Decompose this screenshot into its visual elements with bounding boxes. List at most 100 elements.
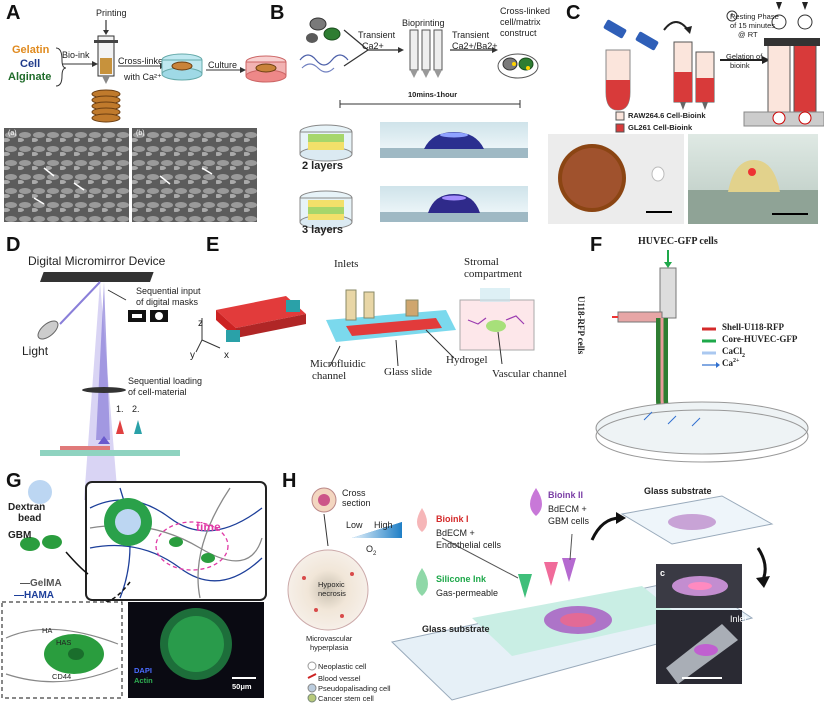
panel-b-schematic [299, 17, 539, 230]
h-leg2: Blood vessel [318, 674, 361, 683]
panel-b-label: B [270, 2, 285, 24]
f-leg-core: Core-HUVEC-GFP [722, 334, 798, 344]
b-time-label: 10mins-1hour [408, 90, 458, 99]
c-legend2: GL261 Cell-Bioink [628, 123, 693, 132]
b-crosslinked2: cell/matrix [500, 17, 541, 27]
b-transient-ca2: Ca2+ [362, 41, 384, 51]
b-crosslinked: Cross-linked [500, 6, 551, 16]
panel-h-label: H [282, 470, 297, 492]
c-legend1: RAW264.6 Cell-Bioink [628, 111, 706, 120]
crosslinked-label: Cross-linked [118, 56, 169, 66]
panel-a-label: A [6, 2, 21, 24]
h-bioink2-title: Bioink II [548, 490, 584, 500]
e-vascular: Vascular channel [492, 368, 567, 380]
d-num2: 2. [132, 404, 140, 414]
sem-b-tag: (b) [136, 130, 145, 137]
c-resting2: of 15 minutes [730, 21, 776, 30]
cell-label: Cell [20, 58, 41, 70]
h-hypoxic2: necrosis [318, 589, 346, 598]
coin-photo [548, 134, 684, 224]
g-dapi: DAPI [134, 666, 152, 675]
panel-d-label: D [6, 234, 21, 256]
b-transient-caba2: Ca2+/Ba2+ [452, 41, 498, 51]
b-transient-caba: Transient [452, 30, 490, 40]
b-bioprinting: Bioprinting [402, 18, 445, 28]
f-huvec: HUVEC-GFP cells [638, 236, 718, 247]
h-glass1: Glass substrate [422, 624, 490, 634]
h-silicone1: Silicone Ink [436, 574, 487, 584]
e-microfluidic1: Microfluidic [310, 358, 366, 370]
panel-f-label: F [590, 234, 603, 256]
g-hama-text: HAMA [24, 590, 54, 601]
h-leg4: Cancer stem cell [318, 694, 374, 703]
gelatin-label: Gelatin [12, 44, 50, 56]
droplet-photo-2layers [380, 122, 528, 158]
h-bioink1-title: Bioink I [436, 514, 469, 524]
g-ha: HA [42, 626, 53, 635]
printed-coil-icon [91, 89, 121, 123]
h-silicone2: Gas-permeable [436, 588, 499, 598]
alginate-label: Alginate [8, 71, 52, 83]
panel-c-schematic [603, 2, 824, 133]
c-gelation1: Gelation of [726, 52, 763, 61]
e-axis-y: y [190, 350, 195, 361]
h-bioink2-l2: GBM cells [548, 516, 590, 526]
e-stromal2: compartment [464, 268, 523, 280]
b-2-layers: 2 layers [302, 160, 343, 172]
f-leg-ca-text: Ca [722, 358, 733, 368]
h-bioink2-l1: BdECM + [548, 504, 587, 514]
f-u118: U118-RFP cells [576, 296, 586, 355]
h-o2-text: O [366, 544, 374, 554]
h-o2: O2 [366, 544, 376, 557]
panel-e-schematic [195, 288, 535, 367]
d-num1: 1. [116, 404, 124, 414]
h-inlet: Inlet [730, 614, 748, 624]
h-low: Low [346, 520, 363, 530]
panel-c-label: C [566, 2, 581, 24]
g-gelma-text: GelMA [30, 578, 62, 589]
g-time: time [196, 520, 221, 534]
h-glass2: Glass substrate [644, 486, 712, 496]
g-hama: —HAMA [14, 590, 54, 601]
b-transient-ca: Transient [358, 30, 396, 40]
panel-h-schematic [287, 487, 774, 703]
panel-f-schematic [595, 250, 809, 463]
construct-photo [688, 134, 818, 224]
f-leg-ca: Ca2+ [722, 358, 739, 368]
e-microfluidic2: channel [312, 370, 347, 382]
g-dextran2: bead [18, 513, 42, 524]
panel-d-schematic [37, 272, 180, 500]
panel-e-label: E [206, 234, 220, 256]
d-seq-input2: of digital masks [136, 297, 199, 307]
d-seq-load2: of cell-material [128, 387, 187, 397]
sem-image-b: (b) [132, 128, 257, 222]
f-leg-shell: Shell-U118-RFP [722, 322, 784, 332]
g-cd44: CD44 [52, 672, 72, 681]
c-resting3: @ RT [738, 30, 758, 39]
h-o2-sub: 2 [373, 550, 377, 557]
c-resting1: Resting Phase [730, 12, 779, 21]
panel-g-label: G [6, 470, 22, 492]
h-leg1: Neoplastic cell [318, 662, 367, 671]
g-has: HAS [56, 638, 72, 647]
g-dextran1: Dextran [8, 502, 46, 513]
sem-a-tag: (a) [8, 130, 17, 137]
droplet-photo-3layers [380, 186, 528, 222]
g-gelma: —GelMA [20, 578, 62, 589]
c-gelation2: bioink [730, 61, 750, 70]
with-ca-label: with Ca²⁺ [124, 72, 162, 82]
g-actin: Actin [134, 676, 153, 685]
b-3-layers: 3 layers [302, 224, 343, 236]
h-microvascular1: Microvascular [306, 634, 353, 643]
f-leg-cacl: CaCl2 [722, 346, 745, 359]
f-leg-ca-sup: 2+ [733, 358, 740, 364]
h-cross1: Cross [342, 488, 366, 498]
h-cross2: section [342, 498, 371, 508]
e-axis-z: z [198, 318, 203, 329]
f-leg-cacl-sub: 2 [742, 352, 745, 359]
d-light: Light [22, 344, 49, 358]
h-bioink1-l2: Endothelial cells [436, 540, 502, 550]
e-hydrogel: Hydrogel [446, 354, 488, 366]
panel-g-schematic [1, 480, 267, 699]
b-crosslinked3: construct [500, 28, 537, 38]
